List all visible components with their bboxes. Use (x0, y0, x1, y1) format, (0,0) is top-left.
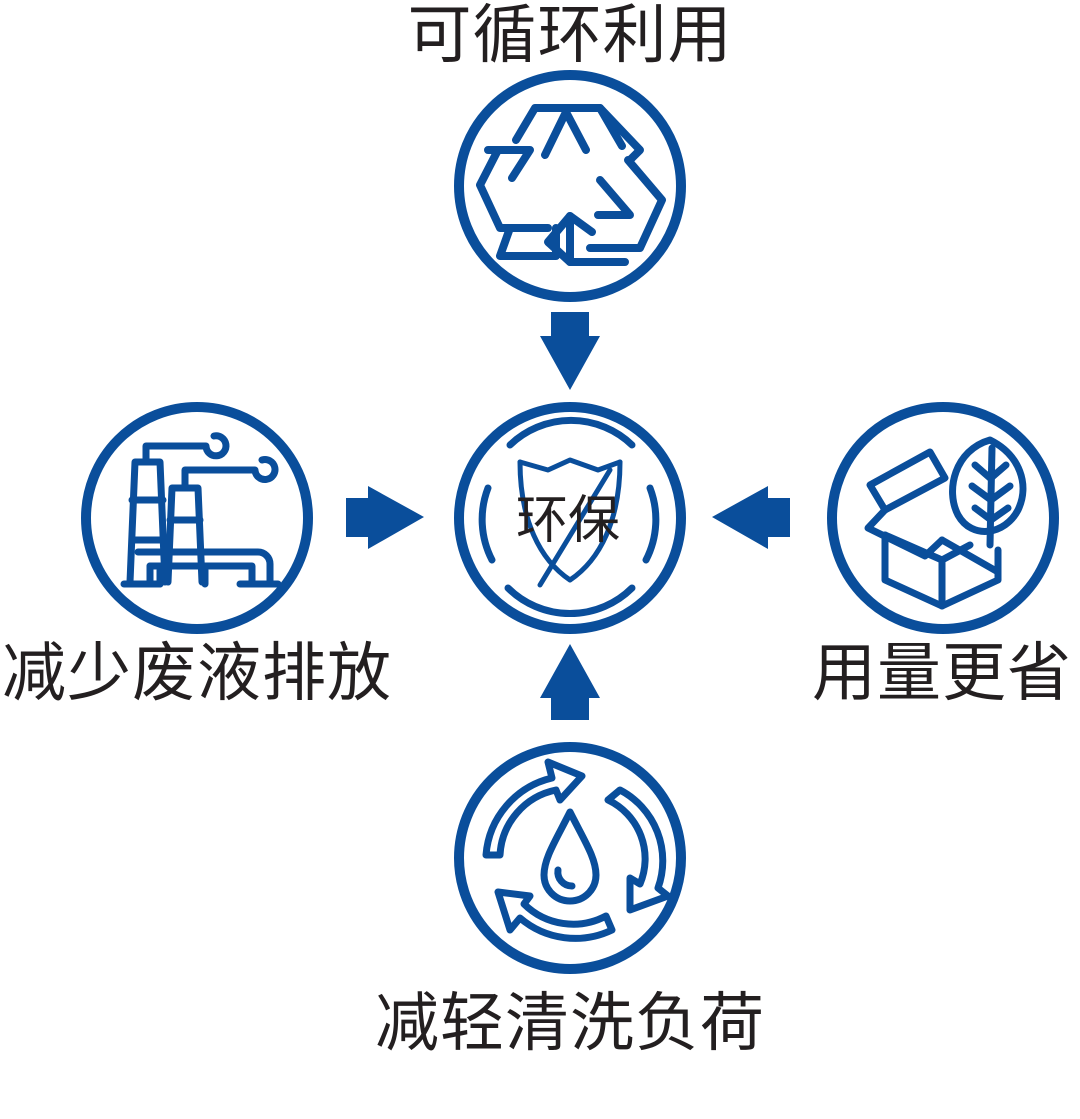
arrow-right-left (346, 486, 424, 549)
factory-icon (120, 432, 282, 588)
center-label: 环保 (516, 491, 620, 551)
label-recyclable: 可循环利用 (407, 0, 733, 73)
box-leaf-node (827, 402, 1059, 634)
recycle-node (454, 70, 686, 302)
arrow-up-bottom (540, 644, 600, 720)
factory-node (81, 402, 313, 634)
recycle-node-ring (454, 70, 686, 302)
label-reduce-cleaning: 减轻清洗负荷 (375, 987, 765, 1061)
center-inner-arc-top (506, 416, 636, 449)
label-less-usage: 用量更省 (812, 637, 1072, 711)
center-inner-arc-bottom (504, 584, 636, 618)
box-leaf-node-ring (827, 402, 1059, 634)
center-node (454, 402, 686, 634)
center-inner-arc-right (642, 484, 660, 564)
recycle-icon (476, 104, 666, 266)
leaf-shield-icon (517, 457, 623, 588)
box-leaf-icon (864, 436, 1027, 610)
water-drop-node (454, 742, 686, 974)
center-inner-arc-left (478, 484, 496, 564)
label-reduce-waste: 减少废液排放 (2, 637, 392, 711)
water-drop-cycle-icon (482, 758, 672, 942)
arrow-left-right (712, 486, 790, 549)
water-drop-node-ring (454, 742, 686, 974)
factory-node-ring (81, 402, 313, 634)
arrow-down-top (540, 312, 600, 390)
center-node-ring (454, 402, 686, 634)
